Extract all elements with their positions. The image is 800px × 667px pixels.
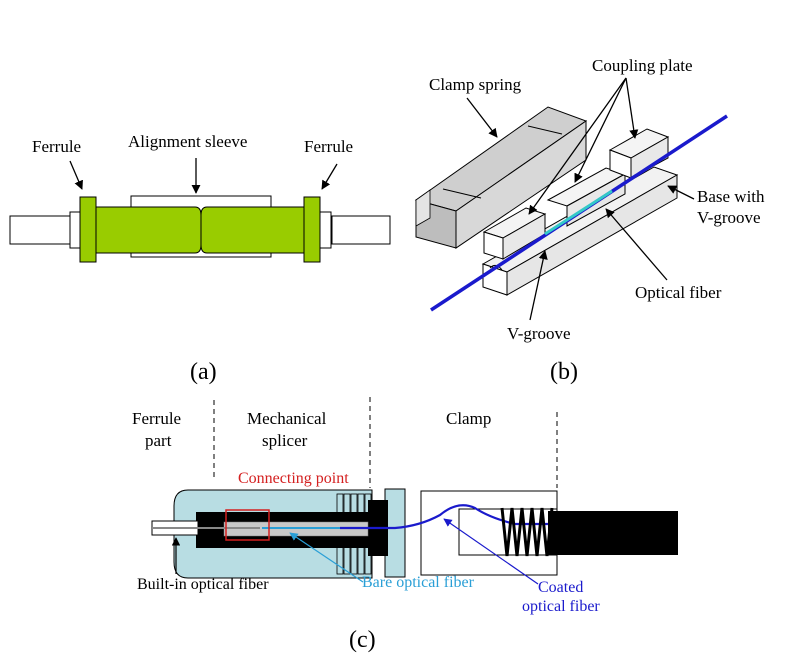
label-coated-2: optical fiber — [522, 598, 600, 615]
section-clamp: Clamp — [446, 409, 491, 428]
label-base-line1: Base with — [697, 187, 765, 206]
inner-core-black-top — [196, 512, 378, 522]
caption-c: (c) — [349, 627, 376, 653]
label-ferrule-left: Ferrule — [32, 137, 81, 156]
panel-c: Ferrule part Mechanical splicer Clamp — [132, 397, 678, 653]
clamp-spring — [414, 106, 588, 249]
arrow-optical-fiber — [605, 208, 668, 281]
label-clamp-spring: Clamp spring — [429, 75, 522, 94]
fiber-right — [331, 215, 391, 245]
label-base-line2: V-groove — [697, 208, 761, 227]
ferrule-flange-right — [303, 196, 321, 263]
arrow-ferrule-right — [321, 163, 338, 190]
label-ferrule-right: Ferrule — [304, 137, 353, 156]
label-alignment-sleeve: Alignment sleeve — [128, 132, 247, 151]
ferrule-body-left — [95, 206, 202, 254]
inner-core-block-left — [196, 512, 224, 548]
ferrule-flange-left — [79, 196, 97, 263]
section-ferrule-1: Ferrule — [132, 409, 181, 428]
ferrule-body-right — [200, 206, 307, 254]
arrow-bare — [289, 532, 364, 583]
panel-b: Clamp spring Coupling plate Base with V-… — [414, 56, 765, 385]
connecting-point-box — [225, 509, 270, 541]
panel-a: Ferrule Alignment sleeve Ferrule (a) — [9, 132, 391, 385]
label-optical-fiber: Optical fiber — [635, 283, 722, 302]
section-splicer-2: splicer — [262, 431, 308, 450]
fiber-in-groove — [544, 189, 613, 236]
inner-core-black-bottom — [196, 536, 378, 548]
label-coated-1: Coated — [538, 579, 583, 596]
section-splicer-1: Mechanical — [247, 409, 327, 428]
section-ferrule-2: part — [145, 431, 172, 450]
caption-b: (b) — [550, 359, 578, 385]
label-bare: Bare optical fiber — [362, 574, 475, 591]
arrow-coupling-1 — [528, 77, 627, 215]
coated-fiber — [340, 504, 560, 530]
arrow-coupling-2 — [574, 77, 627, 183]
arrow-coupling-3 — [625, 77, 639, 139]
caption-a: (a) — [190, 359, 217, 385]
collar-right — [318, 211, 332, 249]
label-built-in: Built-in optical fiber — [137, 576, 269, 593]
label-coupling-plate: Coupling plate — [592, 56, 693, 75]
arrow-v-groove — [529, 250, 548, 321]
arrow-base — [667, 185, 695, 200]
label-v-groove: V-groove — [507, 324, 571, 343]
cable — [548, 511, 678, 555]
label-connecting-point: Connecting point — [238, 470, 349, 487]
arrow-clamp-spring — [466, 97, 498, 138]
fiber-left — [9, 215, 73, 245]
clamp-spring-coil — [500, 507, 554, 557]
arrow-coated — [443, 518, 539, 585]
arrow-ferrule-left — [69, 160, 83, 190]
